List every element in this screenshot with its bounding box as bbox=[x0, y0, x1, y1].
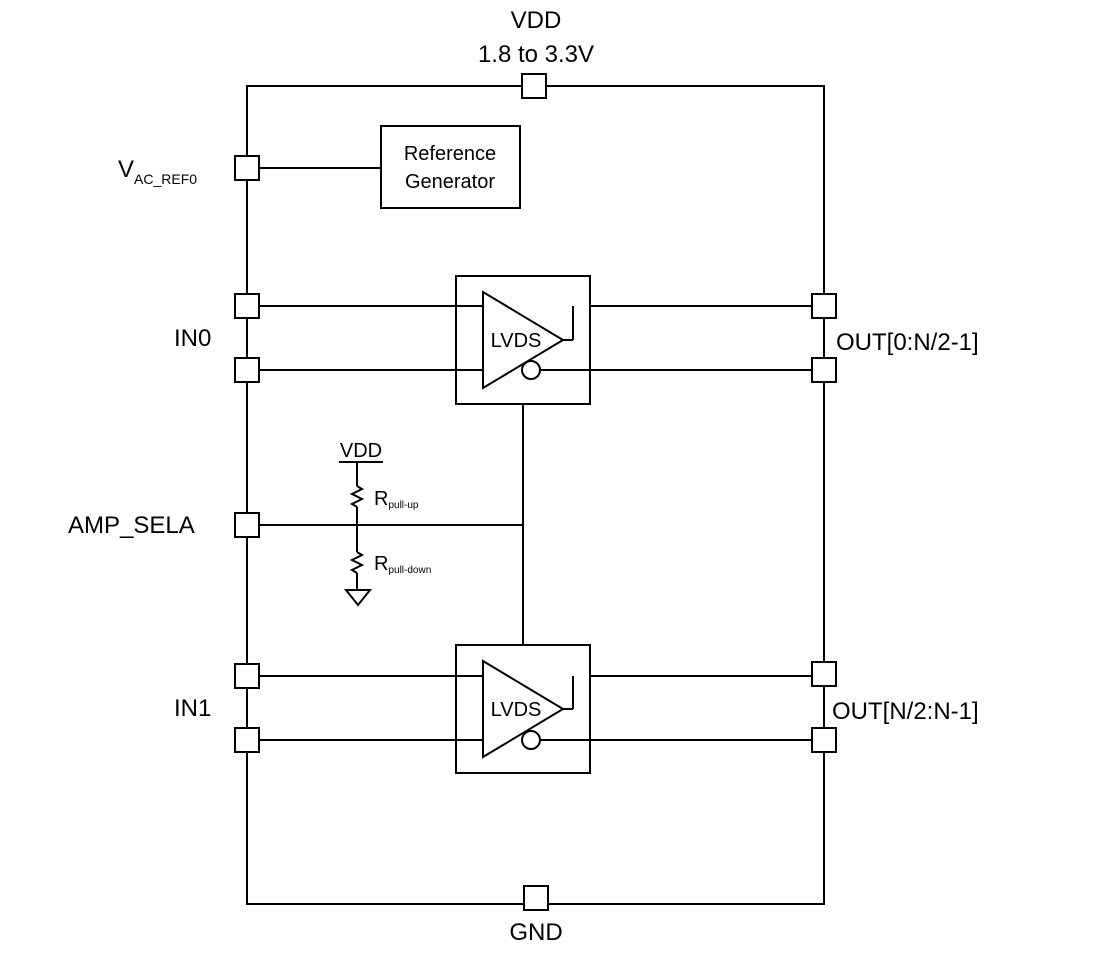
reference-generator-block bbox=[380, 125, 521, 209]
reference-line2: Generator bbox=[405, 171, 495, 193]
vdd-range-label: 1.8 to 3.3V bbox=[478, 41, 594, 68]
vac-ref-main: V bbox=[118, 156, 134, 183]
r-pull-down-label: Rpull-down bbox=[374, 553, 431, 576]
vac-ref-label: VAC_REF0 bbox=[118, 156, 197, 187]
lvds-top-invert-bubble bbox=[521, 360, 541, 380]
reference-line1: Reference bbox=[404, 143, 496, 165]
lvds-bottom-triangle bbox=[482, 659, 565, 759]
in1-label: IN1 bbox=[174, 695, 211, 722]
pull-down-resistor bbox=[349, 551, 365, 574]
gnd-pin bbox=[523, 885, 549, 911]
ground-symbol bbox=[343, 589, 373, 607]
vac-ref-subscript: AC_REF0 bbox=[134, 171, 197, 187]
pull-up-resistor bbox=[349, 485, 365, 508]
r-pull-up-label: Rpull-up bbox=[374, 488, 419, 511]
vdd-label: VDD bbox=[511, 7, 562, 34]
vac-ref-pin bbox=[234, 155, 260, 181]
vdd-pin bbox=[521, 73, 547, 99]
in0-n-pin bbox=[234, 357, 260, 383]
out-bottom-n-pin bbox=[811, 727, 837, 753]
out-top-p-pin bbox=[811, 293, 837, 319]
bias-vdd-label: VDD bbox=[340, 440, 382, 462]
chip-outline bbox=[246, 85, 825, 905]
in0-label: IN0 bbox=[174, 325, 211, 352]
r-pull-up-sub: pull-up bbox=[388, 500, 418, 511]
out-top-n-pin bbox=[811, 357, 837, 383]
gnd-label: GND bbox=[509, 919, 562, 946]
out-top-label: OUT[0:N/2-1] bbox=[836, 329, 979, 356]
lvds-top-label: LVDS bbox=[491, 330, 542, 352]
r-pull-down-main: R bbox=[374, 553, 388, 575]
r-pull-up-main: R bbox=[374, 488, 388, 510]
in1-p-pin bbox=[234, 663, 260, 689]
out-bottom-label: OUT[N/2:N-1] bbox=[832, 698, 979, 725]
lvds-bottom-invert-bubble bbox=[521, 730, 541, 750]
amp-sel-label: AMP_SELA bbox=[68, 512, 195, 539]
r-pull-down-sub: pull-down bbox=[388, 565, 431, 576]
amp-sel-pin bbox=[234, 512, 260, 538]
out-bottom-p-pin bbox=[811, 661, 837, 687]
in1-n-pin bbox=[234, 727, 260, 753]
lvds-bottom-label: LVDS bbox=[491, 699, 542, 721]
in0-p-pin bbox=[234, 293, 260, 319]
